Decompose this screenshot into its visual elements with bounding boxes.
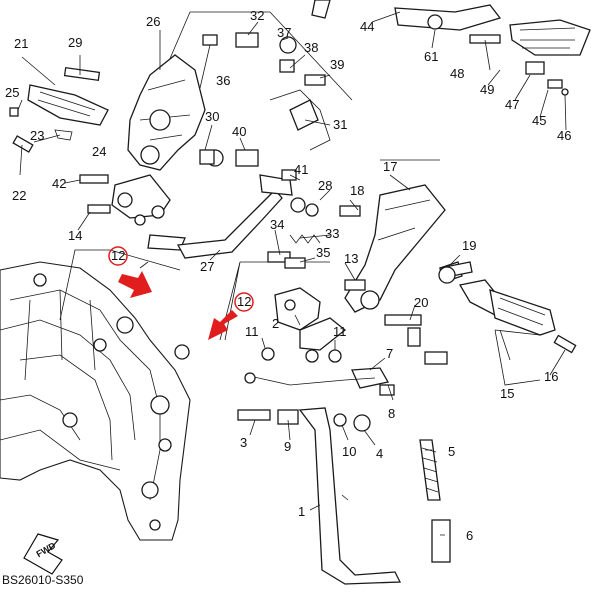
callout-31: 31	[333, 117, 347, 132]
callout-9: 9	[284, 439, 291, 454]
top-hardware	[202, 0, 591, 96]
leader-lines	[17, 11, 567, 536]
footrest-bracket-26	[111, 54, 206, 251]
callout-22: 22	[12, 188, 26, 203]
callout-25: 25	[5, 85, 19, 100]
rider-footrest-left	[9, 66, 111, 214]
callout-42: 42	[52, 176, 66, 191]
callout-8: 8	[388, 406, 395, 421]
callout-5: 5	[448, 444, 455, 459]
callout-47: 47	[505, 97, 519, 112]
fwd-arrow-icon: FWD	[23, 533, 63, 575]
callout-46: 46	[557, 128, 571, 143]
red-arrow-icon	[118, 271, 152, 298]
callout-15: 15	[500, 386, 514, 401]
callout-39: 39	[330, 57, 344, 72]
callout-27: 27	[200, 259, 214, 274]
callout-37: 37	[277, 25, 291, 40]
callout-13: 13	[344, 251, 358, 266]
callout-35: 35	[316, 245, 330, 260]
callout-21: 21	[14, 36, 28, 51]
highlight-circle-12a	[108, 246, 128, 266]
callout-44: 44	[360, 19, 374, 34]
callout-32: 32	[250, 8, 264, 23]
callout-36: 36	[216, 73, 230, 88]
callout-23: 23	[30, 128, 44, 143]
callout-7: 7	[386, 346, 393, 361]
callout-33: 33	[325, 226, 339, 241]
callout-49: 49	[480, 82, 494, 97]
callout-24: 24	[92, 144, 106, 159]
callout-11b: 11	[333, 324, 347, 339]
callout-29: 29	[68, 35, 82, 50]
callout-45: 45	[532, 113, 546, 128]
callout-26: 26	[146, 14, 160, 29]
frame-assembly	[0, 261, 191, 541]
callout-12a: 12	[111, 248, 125, 263]
callout-2: 2	[272, 316, 279, 331]
callout-12b: 12	[237, 294, 251, 309]
callout-labels: 1 2 3 4 5 6 7 8 9 10 11 11 12 12 13 14 1…	[5, 8, 571, 543]
highlight-circle-12b	[234, 292, 254, 312]
callout-34: 34	[270, 217, 284, 232]
callout-30: 30	[205, 109, 219, 124]
diagram-code: BS26010-S350	[2, 573, 84, 587]
red-arrow-icon	[208, 310, 238, 340]
callout-20: 20	[414, 295, 428, 310]
callout-28: 28	[318, 178, 332, 193]
callout-10: 10	[342, 444, 356, 459]
callout-40: 40	[232, 124, 246, 139]
callout-18: 18	[350, 183, 364, 198]
callout-3: 3	[240, 435, 247, 450]
middle-hardware	[199, 149, 473, 347]
callout-19: 19	[462, 238, 476, 253]
brake-pedal-27	[176, 89, 331, 259]
callout-1: 1	[298, 504, 305, 519]
sidestand-assembly	[237, 287, 451, 585]
callout-41: 41	[294, 162, 308, 177]
callout-6: 6	[466, 528, 473, 543]
callout-38: 38	[304, 40, 318, 55]
callout-61: 61	[424, 49, 438, 64]
callout-17: 17	[383, 159, 397, 174]
callout-16: 16	[544, 369, 558, 384]
callout-11a: 11	[245, 324, 259, 339]
callout-4: 4	[376, 446, 383, 461]
callout-14: 14	[68, 228, 82, 243]
highlight-markers	[108, 246, 254, 340]
callout-48: 48	[450, 66, 464, 81]
